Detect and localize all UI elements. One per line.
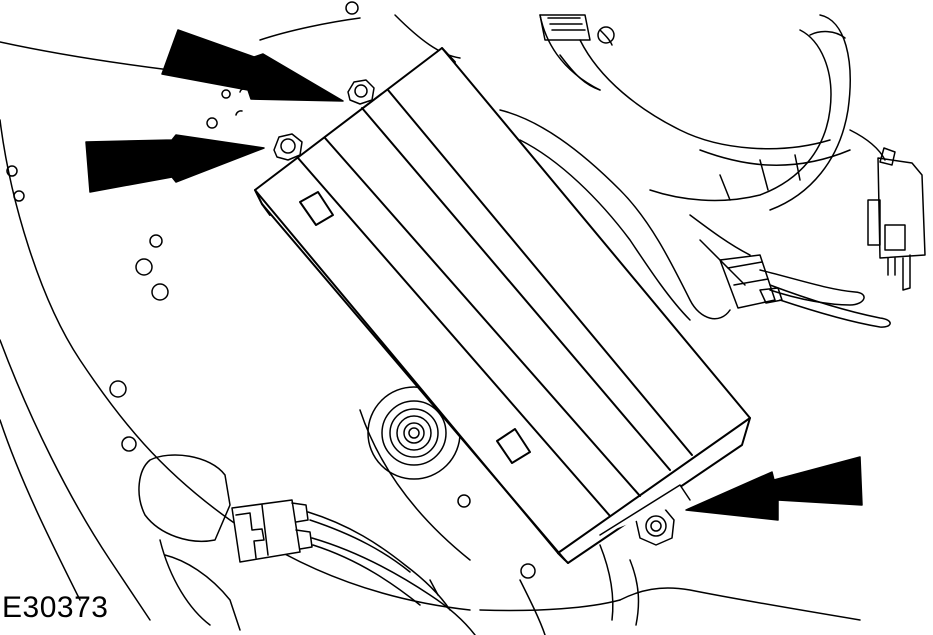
nut-upper-left bbox=[348, 80, 374, 104]
connector-top bbox=[540, 15, 614, 43]
connector-right bbox=[868, 148, 925, 290]
nut-left bbox=[274, 134, 302, 160]
fastener-arrow-top bbox=[162, 30, 343, 101]
connector-lower-left bbox=[232, 500, 312, 562]
figure-reference-code: E30373 bbox=[2, 591, 109, 624]
bolt-lower-right bbox=[600, 485, 690, 545]
wiring-harness bbox=[500, 15, 890, 327]
mounting-holes bbox=[7, 2, 535, 578]
connector-middle bbox=[720, 255, 782, 308]
wires-lower-left bbox=[308, 512, 475, 635]
control-module bbox=[255, 48, 750, 563]
body-panel bbox=[0, 15, 860, 635]
fastener-arrow-right bbox=[686, 457, 862, 520]
fastener-arrow-left bbox=[86, 135, 264, 192]
